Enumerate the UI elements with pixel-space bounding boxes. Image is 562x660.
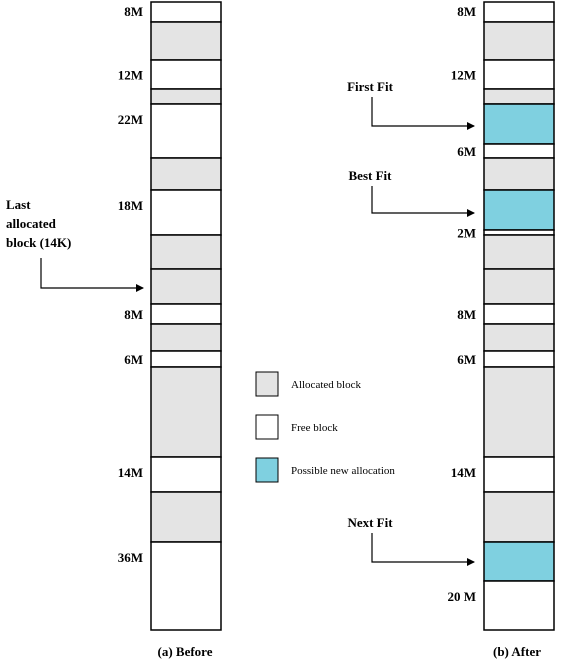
before-size-label-9: 8M	[124, 307, 143, 322]
legend-label-new-allocation: Possible new allocation	[291, 465, 395, 477]
after-blocks	[483, 1, 555, 631]
after-size-label-13: 6M	[457, 352, 476, 367]
before-size-label-13: 14M	[118, 465, 143, 480]
before-block-allocated-1	[150, 21, 222, 61]
before-size-label-0: 8M	[124, 4, 143, 19]
before-block-free-13	[150, 456, 222, 493]
before-block-allocated-12	[150, 366, 222, 458]
after-size-label-0: 8M	[457, 4, 476, 19]
before-blocks	[150, 1, 222, 631]
after-size-label-8: 2M	[457, 226, 476, 241]
next-fit-arrow	[371, 533, 475, 566]
before-column: 8M 12M 22M 18M 8M 6M 14M 36M (a) Before	[118, 1, 222, 659]
before-size-label-15: 36M	[118, 550, 143, 565]
first-fit-annotation: First Fit	[347, 79, 475, 130]
first-fit-arrow	[371, 97, 475, 130]
after-block-allocated-9	[483, 234, 555, 270]
before-block-allocated-5	[150, 157, 222, 191]
after-size-label-5: 6M	[457, 144, 476, 159]
next-fit-label: Next Fit	[347, 515, 393, 530]
first-fit-label: First Fit	[347, 79, 394, 94]
after-block-new-7	[483, 189, 555, 231]
before-size-label-11: 6M	[124, 352, 143, 367]
before-size-label-4: 22M	[118, 112, 143, 127]
legend: Allocated block Free block Possible new …	[255, 371, 395, 483]
legend-swatch-allocated	[255, 371, 279, 397]
legend-swatch-free	[255, 414, 279, 440]
after-block-free-0	[483, 1, 555, 23]
before-block-allocated-10	[150, 323, 222, 352]
legend-label-allocated: Allocated block	[291, 379, 361, 391]
before-size-labels: 8M 12M 22M 18M 8M 6M 14M 36M	[118, 4, 143, 565]
before-block-allocated-3	[150, 88, 222, 105]
after-block-new-17	[483, 541, 555, 582]
before-block-free-2	[150, 59, 222, 90]
last-allocated-label-line2: allocated	[6, 216, 57, 231]
after-block-allocated-10	[483, 268, 555, 305]
after-size-label-15: 14M	[451, 465, 476, 480]
after-size-label-11: 8M	[457, 307, 476, 322]
best-fit-annotation: Best Fit	[349, 168, 475, 217]
best-fit-arrow	[371, 186, 475, 217]
after-block-new-4	[483, 103, 555, 145]
before-block-allocated-7	[150, 234, 222, 270]
after-block-allocated-12	[483, 323, 555, 352]
before-block-allocated-8	[150, 268, 222, 305]
after-caption: (b) After	[493, 644, 541, 659]
legend-label-free: Free block	[291, 422, 338, 434]
before-size-label-6: 18M	[118, 198, 143, 213]
after-block-allocated-14	[483, 366, 555, 458]
before-block-free-15	[150, 541, 222, 631]
after-size-label-18: 20 M	[447, 589, 476, 604]
legend-swatch-new-allocation	[255, 457, 279, 483]
best-fit-label: Best Fit	[349, 168, 393, 183]
after-block-free-2	[483, 59, 555, 90]
after-size-labels: 8M 12M 6M 2M 8M 6M 14M 20 M	[447, 4, 476, 604]
last-allocated-arrow	[40, 258, 144, 292]
after-block-allocated-16	[483, 491, 555, 543]
before-block-allocated-14	[150, 491, 222, 543]
after-column: 8M 12M 6M 2M 8M 6M 14M 20 M (b) After	[447, 1, 555, 659]
last-allocated-label-line3: block (14K)	[6, 235, 71, 250]
after-block-free-11	[483, 303, 555, 325]
before-size-label-2: 12M	[118, 68, 143, 83]
after-block-free-5	[483, 143, 555, 159]
after-block-allocated-1	[483, 21, 555, 61]
after-block-free-13	[483, 350, 555, 368]
after-block-free-15	[483, 456, 555, 493]
before-block-free-0	[150, 1, 222, 23]
after-size-label-2: 12M	[451, 68, 476, 83]
before-block-free-6	[150, 189, 222, 236]
before-block-free-9	[150, 303, 222, 325]
last-allocated-annotation: Last allocated block (14K)	[6, 197, 144, 292]
after-block-free-18	[483, 580, 555, 631]
after-block-allocated-6	[483, 157, 555, 191]
before-caption: (a) Before	[158, 644, 213, 659]
before-block-free-11	[150, 350, 222, 368]
before-block-free-4	[150, 103, 222, 159]
after-block-allocated-3	[483, 88, 555, 105]
last-allocated-label-line1: Last	[6, 197, 31, 212]
next-fit-annotation: Next Fit	[347, 515, 475, 566]
